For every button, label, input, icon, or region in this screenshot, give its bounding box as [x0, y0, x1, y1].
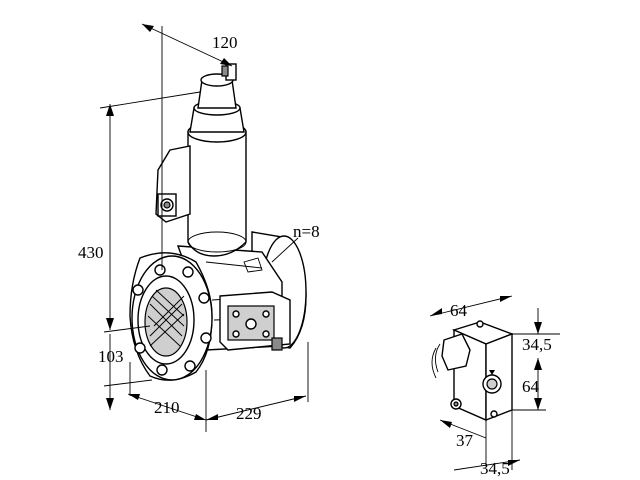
dim-body-length: 229: [236, 404, 262, 423]
side-control-box: [219, 257, 291, 351]
main-dimensions: 120 430 103 210 229 n=8: [78, 23, 320, 432]
solenoid-top-offset: 34,5: [522, 335, 552, 354]
solenoid-detail: [431, 320, 514, 422]
bolt-count-label: n=8: [293, 222, 320, 241]
actuator-cylinder: [187, 63, 247, 257]
solenoid-bottom-offset: 34,5: [480, 459, 510, 478]
solenoid-height: 64: [522, 377, 540, 396]
bore-mesh: [147, 289, 185, 347]
dim-height-total: 430: [78, 243, 104, 262]
dim-width-top: 120: [212, 33, 238, 52]
solenoid-dimensions: 64 34,5 64 37 34,5: [429, 295, 560, 478]
dim-flange-depth: 210: [154, 398, 180, 417]
dim-height-base: 103: [98, 347, 124, 366]
flange-bolt-holes: [132, 264, 212, 376]
solenoid-width: 64: [450, 301, 468, 320]
front-flange: [129, 252, 213, 381]
solenoid-depth: 37: [456, 431, 474, 450]
cable-connector: [155, 145, 191, 223]
valve-assembly: [129, 63, 307, 381]
